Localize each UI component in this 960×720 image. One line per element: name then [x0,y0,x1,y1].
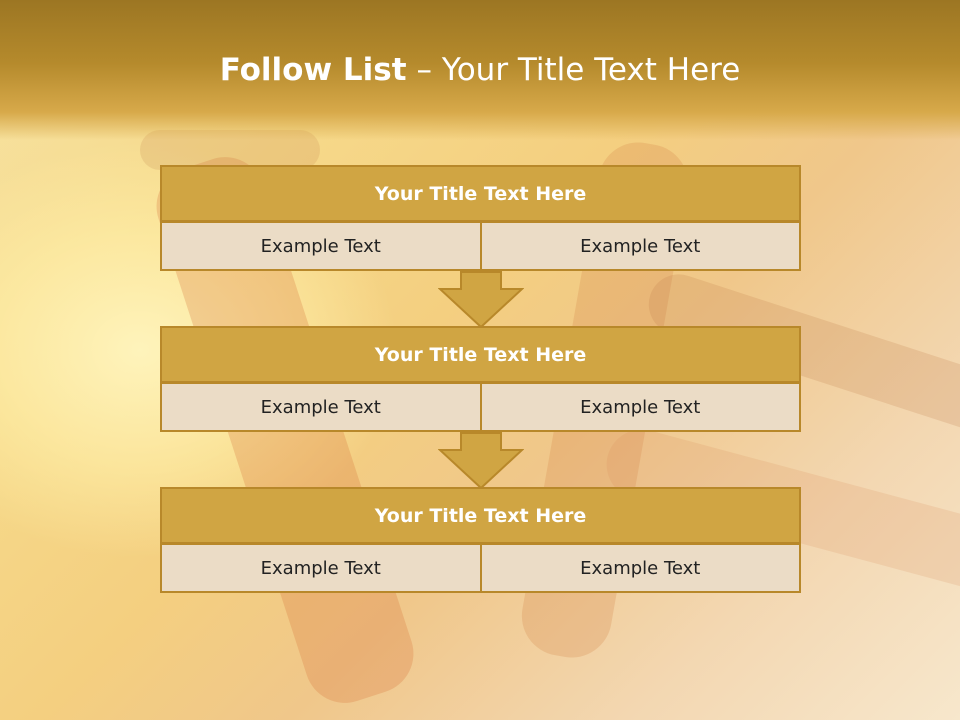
flow-block-2: Your Title Text Here Example Text Exampl… [160,326,801,432]
down-arrow-icon [438,432,524,490]
flow-block-3: Your Title Text Here Example Text Exampl… [160,487,801,593]
flow-cell-left: Example Text [160,382,482,432]
flow-block-1: Your Title Text Here Example Text Exampl… [160,165,801,271]
slide-title-bold: Follow List [219,52,407,88]
flow-block-row: Example Text Example Text [160,382,801,432]
down-arrow-icon [438,271,524,329]
flow-cell-left: Example Text [160,543,482,593]
flow-block-title: Your Title Text Here [160,326,801,383]
flow-cell-right: Example Text [479,221,801,271]
slide-title: Follow List– Your Title Text Here [0,52,960,88]
title-band [0,0,960,140]
flow-block-row: Example Text Example Text [160,221,801,271]
slide-title-rest: – Your Title Text Here [416,52,741,88]
flow-block-row: Example Text Example Text [160,543,801,593]
flow-block-title: Your Title Text Here [160,487,801,544]
flow-cell-right: Example Text [479,382,801,432]
flow-block-title: Your Title Text Here [160,165,801,222]
flow-cell-left: Example Text [160,221,482,271]
flow-cell-right: Example Text [479,543,801,593]
